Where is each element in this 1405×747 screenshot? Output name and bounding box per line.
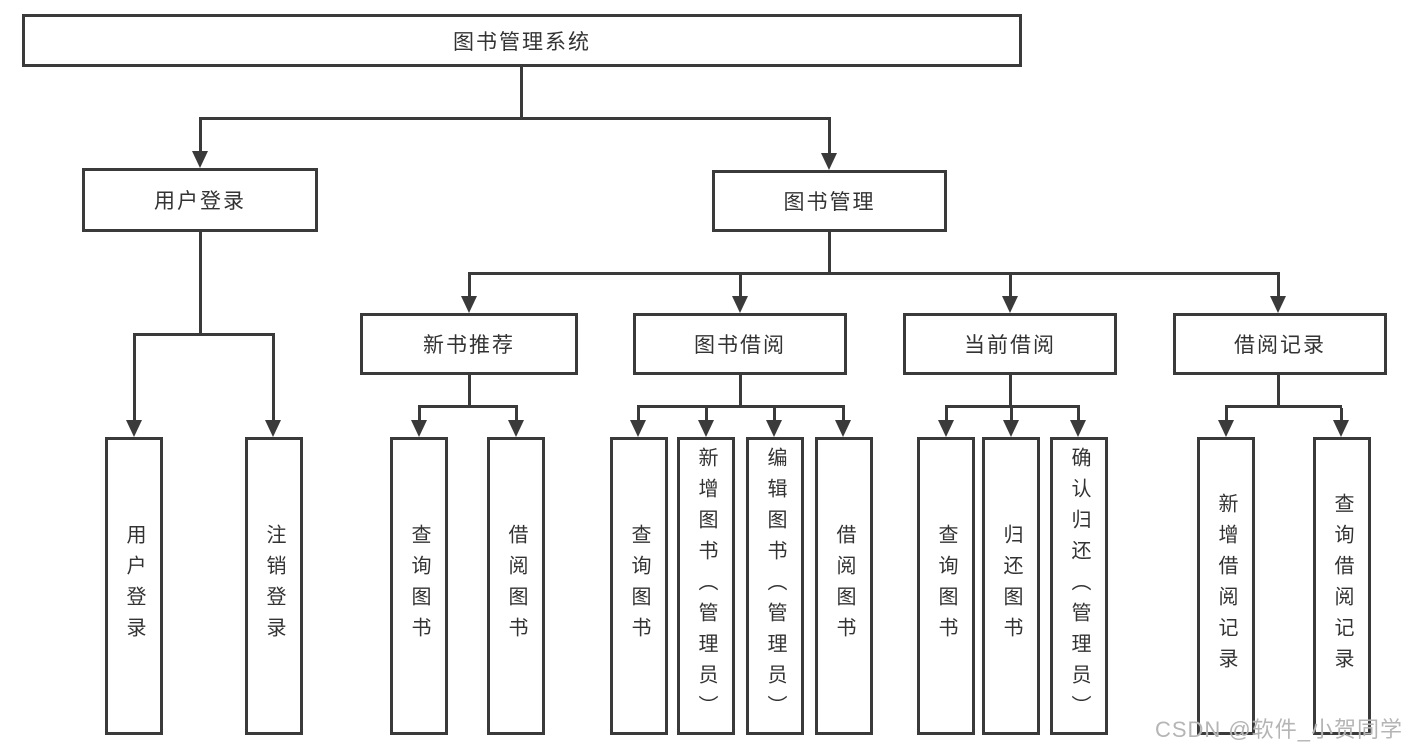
leaf-query-book-1: 查询图书 (390, 437, 448, 735)
leaf-label: 查询图书 (408, 524, 430, 648)
leaf-label: 查询图书 (628, 524, 650, 648)
leaf-user-login: 用户登录 (105, 437, 163, 735)
node-user-login: 用户登录 (82, 168, 318, 232)
arrow-down-icon (1218, 420, 1234, 437)
connector-line (739, 275, 742, 296)
leaf-return-book: 归还图书 (982, 437, 1040, 735)
arrow-down-icon (508, 420, 524, 437)
leaf-query-book-2: 查询图书 (610, 437, 668, 735)
arrow-down-icon (1070, 420, 1086, 437)
csdn-watermark: CSDN @软件_小贺同学 (1154, 717, 1403, 742)
leaf-add-book-admin: 新增图书（管理员） (677, 437, 735, 735)
connector-line (515, 408, 518, 420)
leaf-label: 新增图书（管理员） (695, 446, 717, 726)
leaf-label: 借阅图书 (505, 524, 527, 648)
arrow-down-icon (938, 420, 954, 437)
leaf-label: 借阅图书 (833, 524, 855, 648)
connector-line (520, 67, 523, 117)
arrow-down-icon (732, 296, 748, 313)
leaf-label: 确认归还（管理员） (1068, 446, 1090, 726)
arrow-down-icon (821, 153, 837, 170)
arrow-down-icon (835, 420, 851, 437)
leaf-label: 新增借阅记录 (1215, 493, 1237, 679)
leaf-label: 归还图书 (1000, 524, 1022, 648)
leaf-query-borrow-record: 查询借阅记录 (1313, 437, 1371, 735)
arrow-down-icon (265, 420, 281, 437)
arrow-down-icon (698, 420, 714, 437)
node-borrow-records: 借阅记录 (1173, 313, 1387, 375)
connector-line (468, 275, 471, 296)
connector-line (637, 408, 640, 420)
arrow-down-icon (1270, 296, 1286, 313)
connector-line (1277, 375, 1280, 408)
leaf-label: 查询借阅记录 (1331, 493, 1353, 679)
connector-line (1009, 275, 1012, 296)
connector-line (828, 232, 831, 273)
connector-line (199, 117, 831, 120)
connector-line (1225, 405, 1342, 408)
node-book-borrow: 图书借阅 (633, 313, 847, 375)
connector-line (1277, 275, 1280, 296)
connector-line (773, 408, 776, 420)
leaf-query-book-3: 查询图书 (917, 437, 975, 735)
connector-line (133, 336, 136, 420)
connector-line (199, 120, 202, 152)
connector-line (1009, 375, 1012, 408)
connector-line (272, 336, 275, 420)
leaf-add-borrow-record: 新增借阅记录 (1197, 437, 1255, 735)
node-current-borrow: 当前借阅 (903, 313, 1117, 375)
connector-line (468, 272, 1280, 275)
connector-line (1225, 408, 1228, 420)
arrow-down-icon (1333, 420, 1349, 437)
connector-line (945, 405, 1080, 408)
arrow-down-icon (1003, 420, 1019, 437)
leaf-logout: 注销登录 (245, 437, 303, 735)
leaf-label: 编辑图书（管理员） (764, 446, 786, 726)
connector-line (418, 405, 518, 408)
connector-line (705, 408, 708, 420)
connector-line (945, 408, 948, 420)
arrow-down-icon (1002, 296, 1018, 313)
arrow-down-icon (630, 420, 646, 437)
arrow-down-icon (766, 420, 782, 437)
leaf-borrow-book-2: 借阅图书 (815, 437, 873, 735)
arrow-down-icon (126, 420, 142, 437)
leaf-label: 查询图书 (935, 524, 957, 648)
node-book-management: 图书管理 (712, 170, 947, 232)
connector-line (739, 375, 742, 408)
leaf-label: 注销登录 (263, 524, 285, 648)
connector-line (1077, 408, 1080, 420)
connector-line (1340, 408, 1343, 420)
arrow-down-icon (411, 420, 427, 437)
connector-line (468, 375, 471, 408)
connector-line (133, 333, 275, 336)
leaf-borrow-book-1: 借阅图书 (487, 437, 545, 735)
leaf-confirm-return-admin: 确认归还（管理员） (1050, 437, 1108, 735)
leaf-label: 用户登录 (123, 524, 145, 648)
node-root: 图书管理系统 (22, 14, 1022, 67)
arrow-down-icon (192, 151, 208, 168)
connector-line (1010, 408, 1013, 420)
connector-line (199, 232, 202, 333)
connector-line (828, 120, 831, 154)
node-new-book-recommend: 新书推荐 (360, 313, 578, 375)
leaf-edit-book-admin: 编辑图书（管理员） (746, 437, 804, 735)
connector-line (842, 408, 845, 420)
connector-line (418, 408, 421, 420)
connector-line (637, 405, 845, 408)
arrow-down-icon (461, 296, 477, 313)
